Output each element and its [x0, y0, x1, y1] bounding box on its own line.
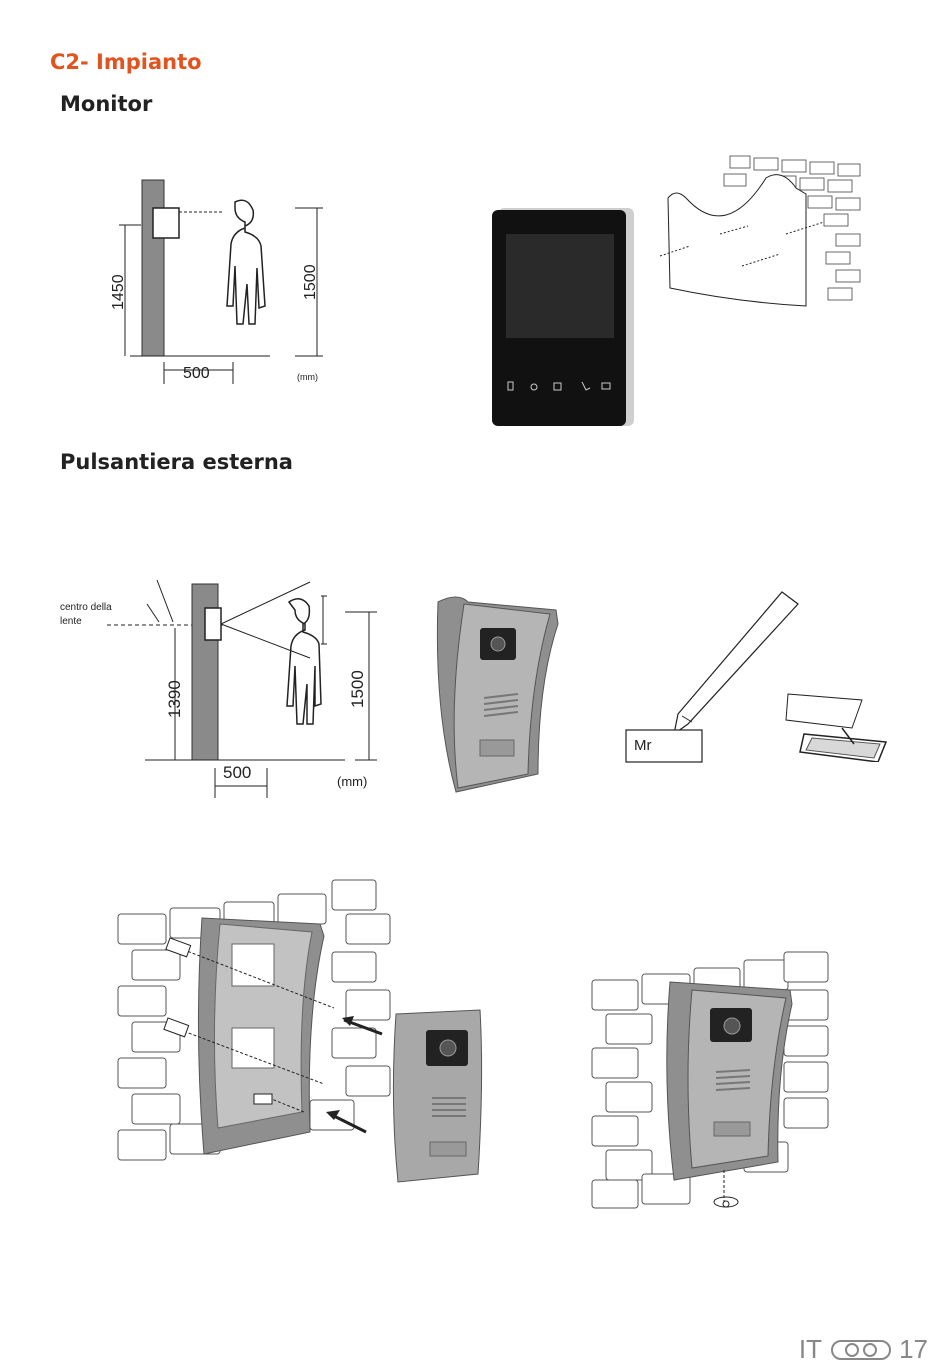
nameplate-text: Mr: [634, 737, 652, 754]
page-number: 17: [899, 1334, 928, 1365]
pulsantiera-heading: Pulsantiera esterna: [60, 450, 293, 474]
monitor-height-diagram: 1450 1500 500 (mm): [95, 170, 355, 390]
pulsantiera-total-dim: 1500: [348, 670, 367, 708]
pulsantiera-unit: (mm): [337, 774, 367, 789]
lens-center-label-line1: centro della: [60, 602, 112, 613]
wall-mounting-image: [114, 874, 504, 1186]
monitor-distance-dim: 500: [183, 365, 210, 382]
monitor-wall-plate-image: [658, 150, 864, 322]
door-station-image: [434, 594, 564, 798]
monitor-device-image: [490, 206, 640, 432]
pulsantiera-distance-dim: 500: [223, 763, 251, 782]
monitor-height-dim: 1450: [110, 274, 127, 310]
pulsantiera-height-diagram: centro della lente 1390 1500 500 (mm): [55, 578, 395, 808]
label-cover-image: [782, 690, 902, 762]
section-label: C2- Impianto: [50, 50, 202, 74]
assembled-station-image: [588, 946, 834, 1212]
nameplate-pencil-image: Mr: [622, 590, 802, 766]
monitor-unit: (mm): [297, 372, 318, 382]
lens-center-label-line2: lente: [60, 616, 82, 627]
footer-language: IT: [799, 1334, 822, 1365]
brand-logo-icon: [830, 1338, 894, 1362]
monitor-total-dim: 1500: [302, 264, 319, 300]
monitor-heading: Monitor: [60, 92, 152, 116]
pulsantiera-height-dim: 1390: [165, 680, 184, 718]
